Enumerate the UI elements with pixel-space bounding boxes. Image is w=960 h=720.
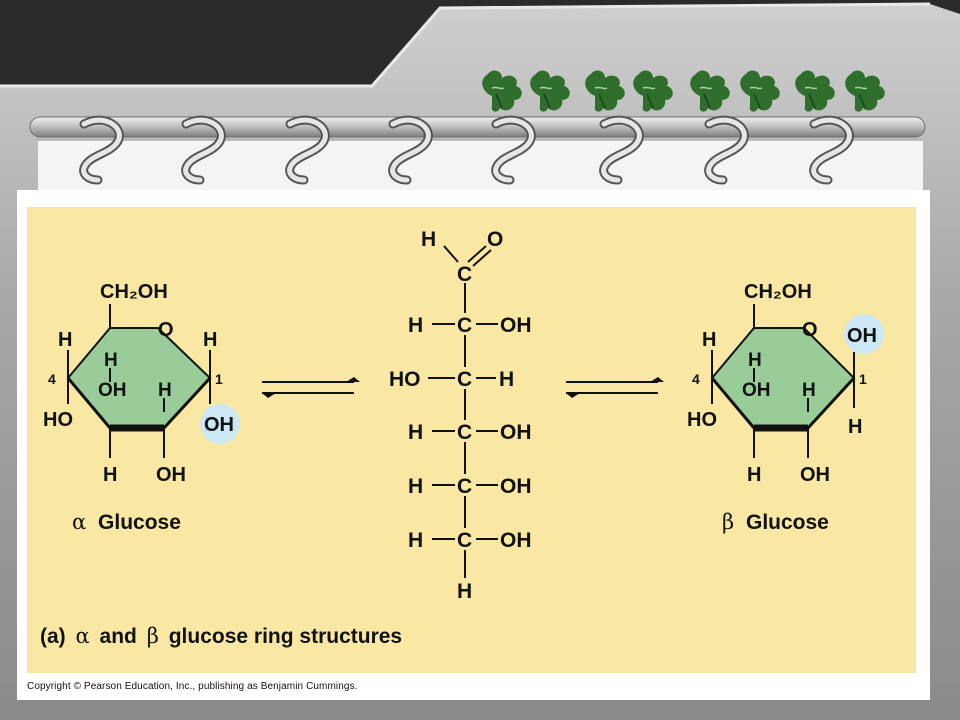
linear-glucose: H O C H C OH HO C H H C OH H C OH H C OH… — [389, 228, 532, 603]
clover-leaf-icon — [481, 69, 523, 113]
beta-ch2oh-label: CH₂OH — [744, 281, 812, 303]
beta-inner-h2: H — [802, 380, 816, 401]
alpha-c1-oh: OH — [204, 414, 234, 436]
alpha-glucose: CH₂OH O H H H OH H 4 1 HO OH H OH α Gluc… — [43, 281, 240, 534]
linear-row1-left: H — [408, 314, 423, 337]
caption-and: and — [100, 625, 137, 648]
figure-area — [27, 207, 916, 673]
linear-aldehyde-o: O — [487, 228, 503, 251]
alpha-c4-number: 4 — [48, 371, 56, 387]
linear-c2: C — [457, 314, 472, 337]
beta-c1-number: 1 — [859, 371, 867, 387]
alpha-glucose-title: α Glucose — [72, 510, 181, 534]
clover-leaf-icon — [689, 69, 731, 113]
clover-leaf-icon — [844, 69, 886, 113]
clover-leaf-icon — [632, 69, 674, 113]
linear-c5: C — [457, 475, 472, 498]
alpha-oh-highlight — [200, 404, 240, 444]
alpha-ring — [66, 327, 212, 429]
alpha-symbol: α — [72, 510, 86, 534]
alpha-inner-oh: OH — [98, 380, 127, 401]
beta-symbol: β — [722, 510, 734, 534]
alpha-c1-number: 1 — [215, 371, 223, 387]
equilibrium-arrow-icon — [262, 377, 360, 398]
linear-bottom-h: H — [457, 580, 472, 603]
beta-ho-left: HO — [687, 409, 717, 431]
linear-row1-right: OH — [500, 314, 532, 337]
linear-row3-left: H — [408, 421, 423, 444]
linear-c6: C — [457, 529, 472, 552]
linear-c3: C — [457, 368, 472, 391]
linear-c1: C — [457, 263, 472, 286]
linear-row3-right: OH — [500, 421, 532, 444]
clover-leaf-icon — [529, 69, 571, 113]
alpha-ring-oxygen: O — [158, 319, 174, 341]
spiral-ring-icon — [814, 120, 850, 180]
beta-bottom-oh: OH — [800, 464, 830, 486]
beta-inner-h: H — [748, 350, 762, 371]
spiral-ring-icon — [709, 120, 745, 180]
linear-row4-left: H — [408, 475, 423, 498]
equilibrium-arrow-icon — [566, 377, 664, 398]
linear-row4-right: OH — [500, 475, 532, 498]
caption-part: (a) — [40, 625, 66, 648]
linear-row5-left: H — [408, 529, 423, 552]
spiral-ring-icon — [393, 120, 429, 180]
caption-alpha: α — [76, 624, 90, 648]
beta-c4-number: 4 — [692, 371, 700, 387]
spiral-ring-icon — [604, 120, 640, 180]
linear-row2-left: HO — [389, 368, 421, 391]
clover-leaf-icon — [584, 69, 626, 113]
beta-glucose: CH₂OH O OH H H OH H 4 1 HO H H OH β Gluc… — [687, 281, 884, 534]
alpha-inner-h2: H — [158, 380, 172, 401]
beta-c1-oh: OH — [847, 325, 877, 347]
spiral-ring-icon — [186, 120, 222, 180]
alpha-bottom-h: H — [103, 464, 117, 486]
copyright-notice: Copyright © Pearson Education, Inc., pub… — [27, 681, 358, 692]
clover-leaf-icon — [794, 69, 836, 113]
linear-row2-right: H — [499, 368, 514, 391]
alpha-name: Glucose — [98, 511, 181, 534]
beta-oh-highlight — [844, 314, 884, 354]
linear-row5-right: OH — [500, 529, 532, 552]
beta-inner-oh: OH — [742, 380, 771, 401]
spiral-ring-icon — [84, 120, 120, 180]
spiral-ring-icon — [290, 120, 326, 180]
linear-aldehyde-h: H — [421, 228, 436, 251]
alpha-bottom-oh: OH — [156, 464, 186, 486]
clover-leaf-icon — [739, 69, 781, 113]
beta-ring — [710, 327, 856, 429]
linear-c4: C — [457, 421, 472, 444]
alpha-inner-h: H — [104, 350, 118, 371]
beta-glucose-title: β Glucose — [722, 510, 829, 534]
spiral-ring-icon — [496, 120, 532, 180]
beta-name: Glucose — [746, 511, 829, 534]
figure-caption: (a) α and β glucose ring structures — [40, 624, 402, 648]
alpha-ho-left: HO — [43, 409, 73, 431]
alpha-ch2oh-label: CH₂OH — [100, 281, 168, 303]
caption-beta: β — [147, 624, 159, 648]
beta-c4-h: H — [702, 329, 716, 351]
beta-ring-oxygen: O — [802, 319, 818, 341]
beta-bottom-h: H — [747, 464, 761, 486]
alpha-c4-h: H — [58, 329, 72, 351]
caption-rest: glucose ring structures — [169, 625, 402, 648]
beta-c1-h: H — [848, 416, 862, 438]
alpha-c1-h: H — [203, 329, 217, 351]
